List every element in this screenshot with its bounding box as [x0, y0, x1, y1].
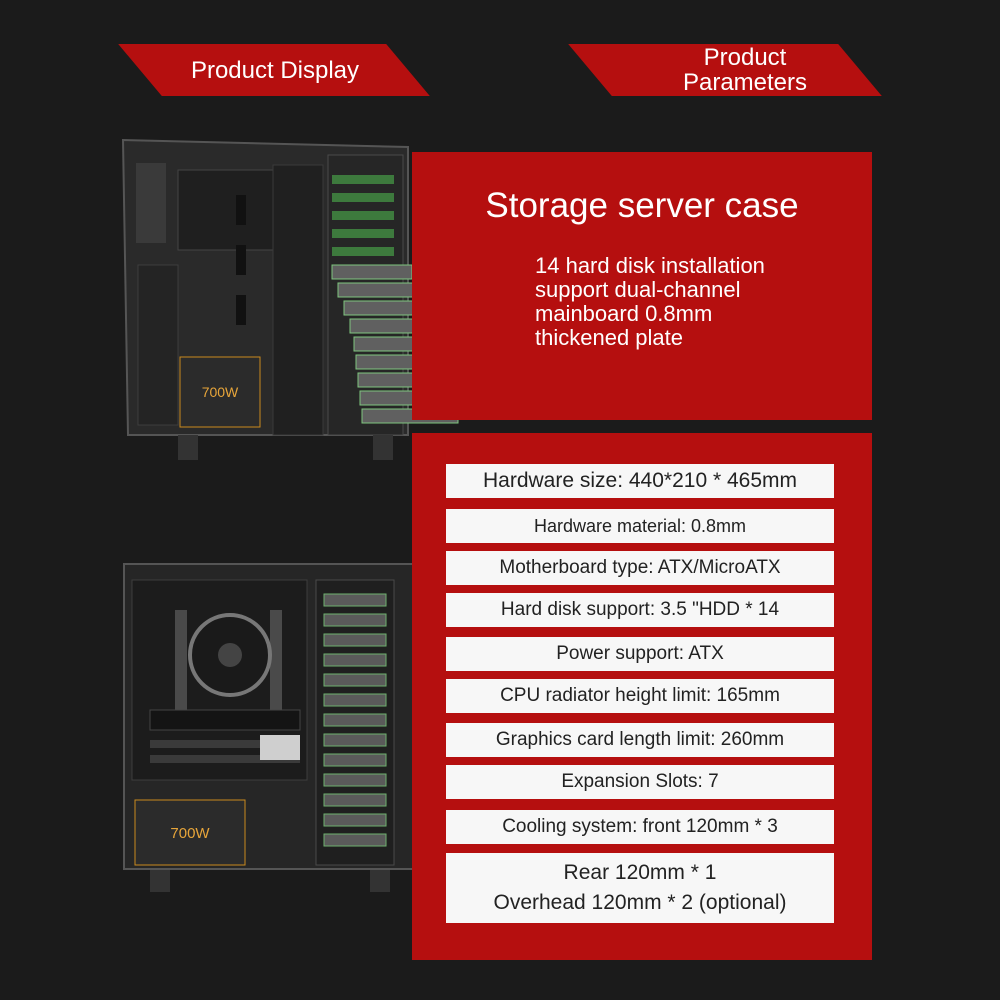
spec-row-multiline: Rear 120mm * 1 Overhead 120mm * 2 (optio…: [446, 853, 834, 923]
feature-line: support dual-channel: [535, 277, 741, 302]
banner-label: Product Parameters: [630, 44, 860, 96]
drive-trays-bottom: [315, 579, 395, 866]
case-image-top: 700W: [121, 138, 459, 460]
feature-panel: Storage server case 14 hard disk install…: [412, 152, 872, 420]
feature-line: thickened plate: [535, 325, 683, 350]
spec-row: Motherboard type: ATX/MicroATX: [446, 551, 834, 585]
feature-title: Storage server case: [485, 186, 799, 225]
feature-description: 14 hard disk installation support dual-c…: [535, 254, 765, 350]
spec-row: Power support: ATX: [446, 637, 834, 671]
psu-top: 700W: [179, 356, 261, 428]
spec-line: Overhead 120mm * 2 (optional): [493, 891, 787, 914]
svg-text:700W: 700W: [170, 825, 210, 842]
spec-row: Hardware material: 0.8mm: [446, 509, 834, 543]
svg-text:700W: 700W: [202, 384, 239, 400]
psu-bottom: 700W: [134, 799, 246, 866]
mesh-vent: [136, 163, 166, 243]
banner-line-2: Parameters: [682, 69, 808, 96]
spec-panel: Hardware size: 440*210 * 465mm Hardware …: [412, 433, 872, 960]
spec-row: Hard disk support: 3.5 "HDD * 14: [446, 593, 834, 627]
spec-row: CPU radiator height limit: 165mm: [446, 679, 834, 713]
spec-row: Cooling system: front 120mm * 3: [446, 810, 834, 844]
spec-row: Hardware size: 440*210 * 465mm: [446, 464, 834, 498]
case-image-bottom: 700W: [123, 560, 441, 892]
banner-label: Product Display: [190, 56, 360, 84]
cpu-fan: [188, 613, 272, 697]
banner-product-display: Product Display: [0, 44, 440, 96]
spec-row: Expansion Slots: 7: [446, 765, 834, 799]
spec-line: Rear 120mm * 1: [563, 861, 717, 884]
spec-row: Graphics card length limit: 260mm: [446, 723, 834, 757]
feature-line: 14 hard disk installation: [535, 253, 765, 278]
banner-line-1: Product: [703, 44, 787, 71]
banner-product-parameters: Product Parameters: [550, 44, 882, 96]
feature-line: mainboard 0.8mm: [535, 301, 713, 326]
